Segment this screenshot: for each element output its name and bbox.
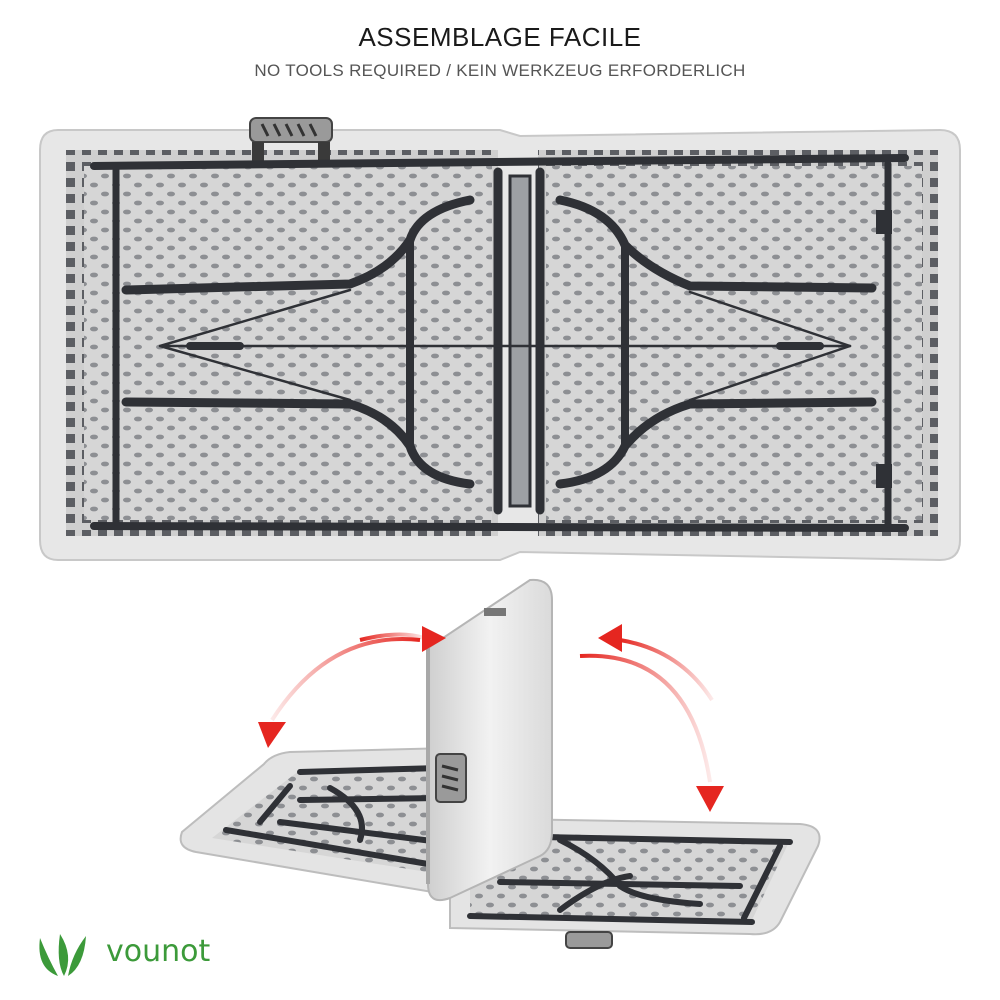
folding-demonstration	[179, 578, 821, 949]
brand-name: vounot	[106, 934, 211, 969]
carry-handle	[249, 117, 333, 164]
latch	[435, 753, 467, 803]
curved-arrow-icon	[258, 626, 446, 748]
page-subtitle: NO TOOLS REQUIRED / KEIN WERKZEUG ERFORD…	[254, 61, 746, 80]
leaf-logo-icon	[39, 934, 86, 976]
page-title: ASSEMBLAGE FACILE	[358, 22, 642, 52]
table-underside-view	[39, 117, 961, 562]
carry-handle-bottom	[565, 931, 613, 949]
curved-arrow-icon	[579, 624, 724, 812]
